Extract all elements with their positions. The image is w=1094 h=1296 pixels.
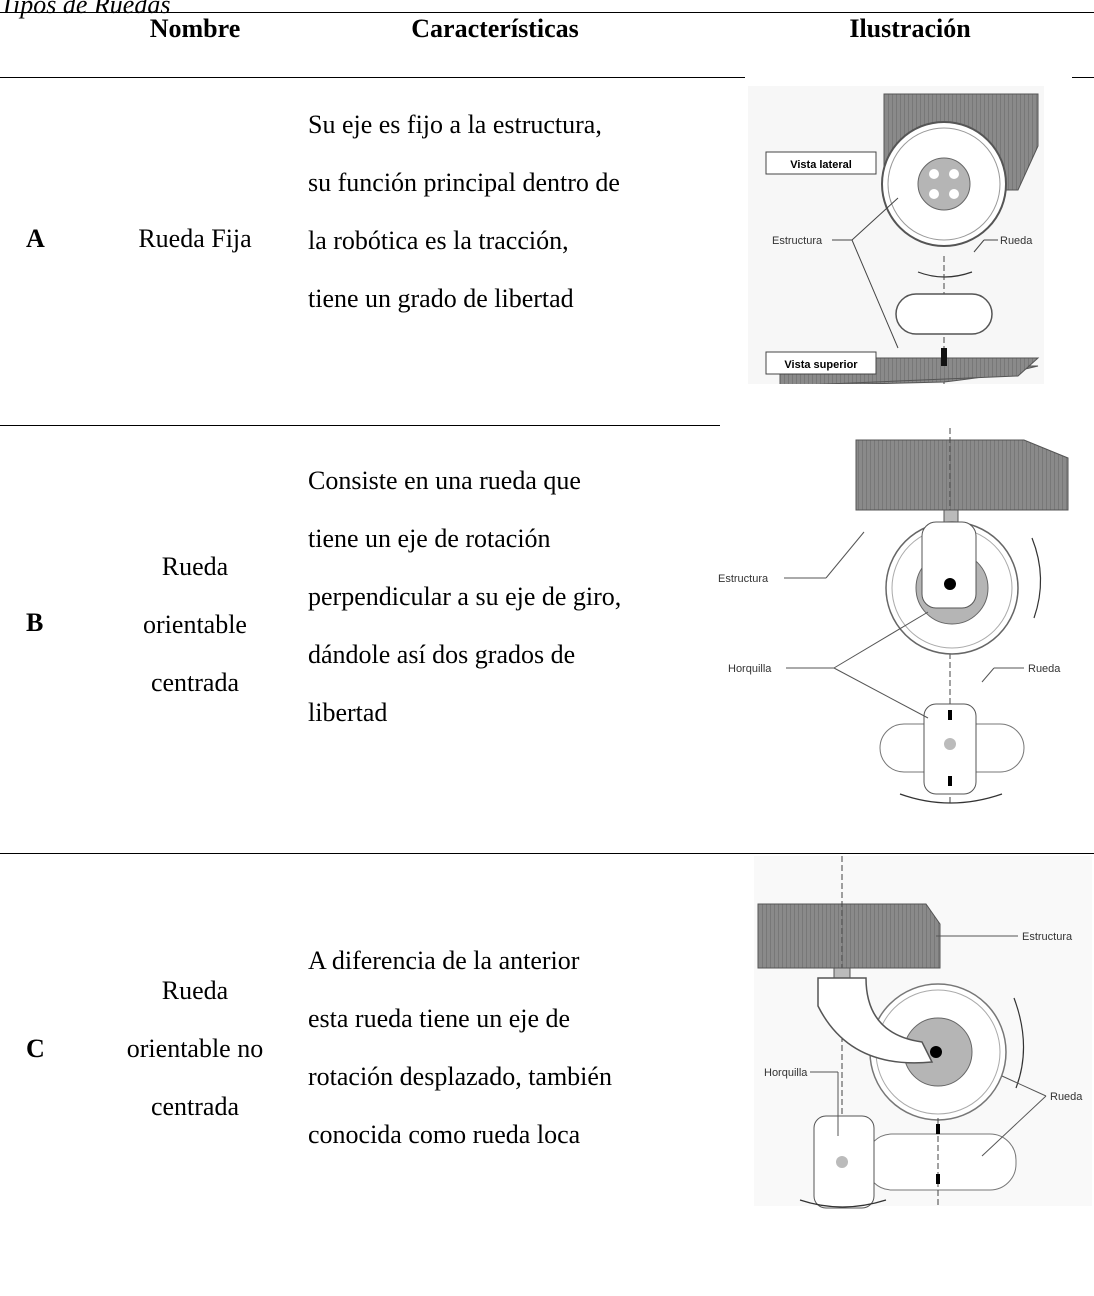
header-caracteristicas: Características — [411, 14, 579, 43]
row-desc-line: conocida como rueda loca — [308, 1120, 581, 1149]
table-row-a: A Rueda Fija Su eje es fijo a la estruct… — [0, 80, 1094, 425]
row-description: Consiste en una rueda que tiene un eje d… — [308, 452, 728, 742]
row-name-line: Rueda — [161, 552, 229, 581]
row-desc-line: Su eje es fijo a la estructura, — [308, 110, 602, 139]
row-desc-line: Consiste en una rueda que — [308, 466, 581, 495]
illus-label: Horquilla — [764, 1067, 808, 1079]
row-name-line: Rueda — [161, 976, 229, 1005]
row-desc-line: la robótica es la tracción, — [308, 226, 569, 255]
row-desc-line: esta rueda tiene un eje de — [308, 1004, 571, 1033]
row-desc-line: tiene un eje de rotación — [308, 524, 551, 553]
illus-label: Vista lateral — [790, 159, 852, 171]
illus-label: Rueda — [1050, 1091, 1083, 1103]
header-nombre: Nombre — [149, 14, 241, 43]
table-top-rule — [0, 12, 1094, 13]
row-desc-line: rotación desplazado, también — [308, 1062, 612, 1091]
row-name: Rueda orientable centrada — [100, 538, 290, 712]
table-caption: Tipos de Ruedas — [0, 0, 171, 19]
non-centered-orientable-wheel-illustration: Estructura Horquilla Rueda — [754, 856, 1092, 1209]
row-divider — [0, 425, 720, 426]
table-row-b: B Rueda orientable centrada Consiste en … — [0, 428, 1094, 848]
row-letter: C — [26, 1034, 45, 1063]
header-ilustracion: Ilustración — [849, 14, 971, 43]
row-divider — [0, 853, 1094, 854]
illus-label: Vista superior — [784, 359, 858, 371]
illus-label: Estructura — [1022, 931, 1073, 943]
header-bottom-rule-right — [1072, 77, 1094, 78]
row-letter: B — [26, 608, 44, 637]
illus-label: Estructura — [718, 573, 769, 585]
illus-label: Rueda — [1028, 663, 1061, 675]
row-desc-line: su función principal dentro de — [308, 168, 620, 197]
row-name: Rueda Fija — [100, 210, 290, 268]
row-name-line: orientable — [143, 610, 247, 639]
row-desc-line: A diferencia de la anterior — [308, 946, 580, 975]
row-desc-line: dándole así dos grados de — [308, 640, 576, 669]
row-description: A diferencia de la anterior esta rueda t… — [308, 932, 728, 1164]
row-name-line: centrada — [150, 1092, 240, 1121]
row-desc-line: perpendicular a su eje de giro, — [308, 582, 622, 611]
illus-label: Horquilla — [728, 663, 772, 675]
row-desc-line: libertad — [308, 698, 388, 727]
illus-label: Estructura — [772, 235, 823, 247]
row-description: Su eje es fijo a la estructura, su funci… — [308, 96, 728, 328]
row-letter: A — [26, 224, 45, 253]
header-bottom-rule — [0, 77, 745, 78]
row-name-line: centrada — [150, 668, 240, 697]
row-name-line: orientable no — [126, 1034, 264, 1063]
row-desc-line: tiene un grado de libertad — [308, 284, 574, 313]
row-name: Rueda orientable no centrada — [100, 962, 290, 1136]
fixed-wheel-illustration: Vista lateral Estructura Rueda Vista sup… — [748, 86, 1044, 384]
row-name-line: Rueda Fija — [138, 224, 252, 253]
illus-label: Rueda — [1000, 235, 1033, 247]
centered-orientable-wheel-illustration: Estructura Horquilla Rueda — [718, 428, 1069, 804]
table-row-c: C Rueda orientable no centrada A diferen… — [0, 856, 1094, 1236]
